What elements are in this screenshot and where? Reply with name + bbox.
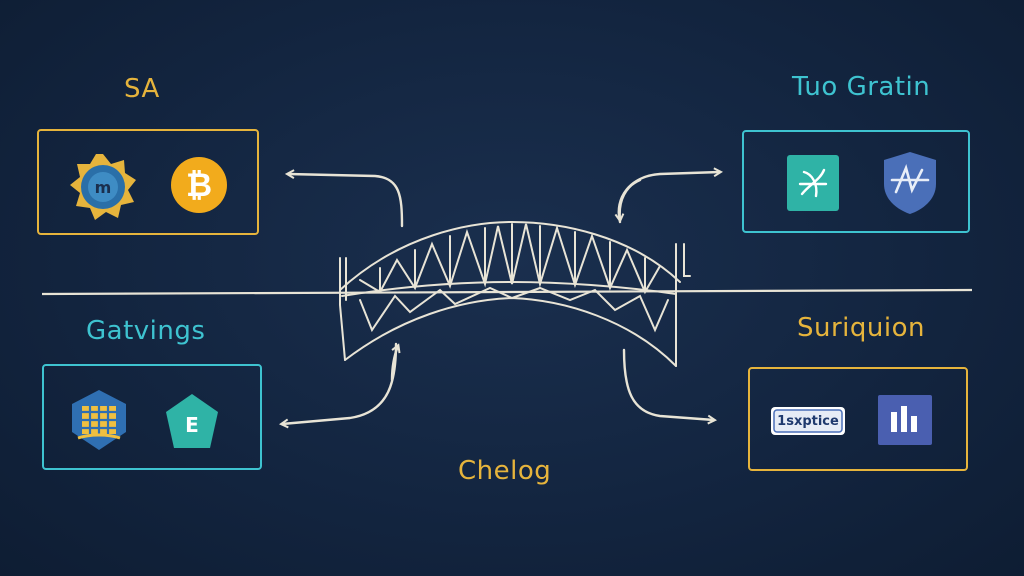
svg-text:₿: ₿	[186, 166, 212, 204]
gear-seal-icon: m	[70, 154, 136, 220]
box-top-right	[742, 130, 970, 233]
arrow-to-bottom-left	[282, 342, 398, 424]
bitcoin-icon: ₿	[171, 157, 227, 213]
arrow-to-top-left	[288, 174, 404, 228]
svg-text:E: E	[185, 413, 199, 437]
label-bottom-left: Gatvings	[86, 316, 206, 346]
box-bottom-right	[748, 367, 968, 471]
arrow-top-right-return	[620, 178, 642, 220]
box-bottom-left	[42, 364, 262, 470]
chart-square-icon	[878, 395, 932, 445]
label-top-right: Tuo Gratin	[792, 72, 931, 102]
teal-pentagon-icon: E	[166, 394, 218, 448]
arrow-to-top-right	[617, 172, 720, 224]
horizon-line	[41, 288, 973, 296]
arrow-to-bottom-right	[622, 348, 714, 420]
svg-text:m: m	[95, 178, 112, 197]
practice-badge-text: 1sxptice	[777, 413, 839, 429]
shield-logo-icon	[884, 152, 936, 214]
building-shield-icon	[72, 390, 126, 450]
label-top-left: SA	[124, 74, 160, 104]
arrow-bottom-left-return	[390, 346, 398, 382]
label-bottom-center: Chelog	[458, 456, 552, 486]
teal-square-logo-icon	[787, 155, 839, 211]
box-top-left	[37, 129, 259, 235]
label-bottom-right: Suriquion	[797, 313, 925, 343]
bridge-illustration	[339, 220, 691, 367]
practice-badge-icon: 1sxptice	[770, 406, 846, 436]
